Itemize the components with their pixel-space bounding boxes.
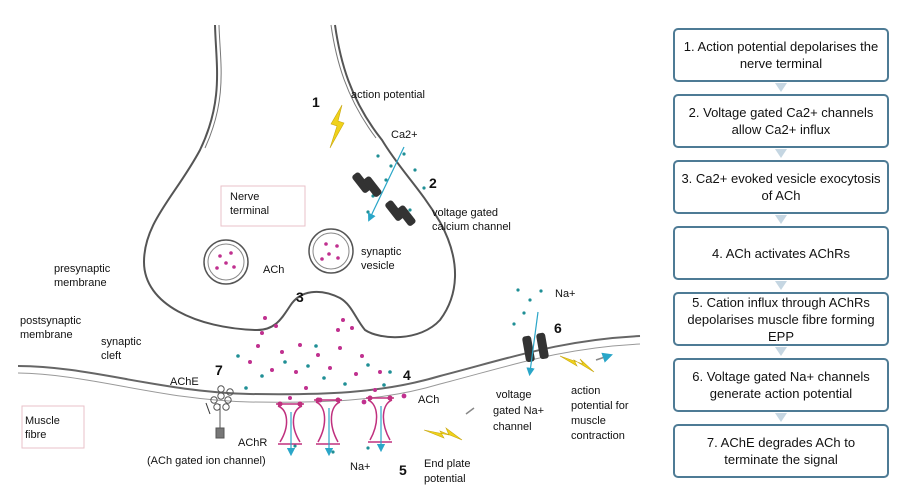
label-postsynaptic-2: membrane bbox=[20, 329, 73, 341]
label-ach-vesicle: ACh bbox=[263, 264, 284, 276]
postsynaptic-membrane bbox=[17, 335, 641, 396]
step-arrow-2 bbox=[775, 149, 787, 158]
number-6: 6 bbox=[554, 320, 562, 336]
label-ach-gated: (ACh gated ion channel) bbox=[147, 455, 266, 467]
nerve-terminal-note-box bbox=[220, 185, 306, 227]
label-na-bottom: Na+ bbox=[350, 461, 371, 473]
step-box-7: 7. AChE degrades ACh to terminate the si… bbox=[673, 424, 889, 478]
number-2: 2 bbox=[429, 175, 437, 191]
step-box-5: 5. Cation influx through AChRs depolaris… bbox=[673, 292, 889, 346]
label-ach-receptor: ACh bbox=[418, 394, 439, 406]
label-synaptic-cleft-2: cleft bbox=[101, 350, 121, 362]
vesicle-right bbox=[308, 228, 354, 274]
label-presynaptic-2: membrane bbox=[54, 277, 107, 289]
nerve-terminal-membrane bbox=[142, 24, 457, 339]
label-postsynaptic-1: postsynaptic bbox=[20, 315, 82, 327]
label-presynaptic-1: presynaptic bbox=[54, 263, 111, 275]
calcium-channels bbox=[352, 172, 416, 226]
label-end-plate-1: End plate bbox=[424, 458, 470, 470]
label-ap-muscle-2: potential for bbox=[571, 400, 629, 412]
achr-receptors bbox=[276, 397, 394, 445]
label-muscle-fibre-2: fibre bbox=[25, 429, 46, 441]
label-vg-calcium-1: voltage gated bbox=[432, 207, 498, 219]
end-plate-bolt bbox=[423, 427, 463, 441]
step-arrow-3 bbox=[775, 215, 787, 224]
neuromuscular-junction-diagram: 1 2 3 4 5 6 7 action potential Ca2+ Nerv… bbox=[17, 24, 641, 485]
label-nerve-terminal-2: terminal bbox=[230, 205, 269, 217]
step-text-1: 1. Action potential depolarises the nerv… bbox=[683, 39, 879, 71]
number-7: 7 bbox=[215, 362, 223, 378]
step-arrow-4 bbox=[775, 281, 787, 290]
label-na-top: Na+ bbox=[555, 288, 576, 300]
label-vg-na-3: channel bbox=[493, 421, 532, 433]
step-box-6: 6. Voltage gated Na+ channels generate a… bbox=[673, 358, 889, 412]
step-box-4: 4. ACh activates AChRs bbox=[673, 226, 889, 280]
label-vg-na-1: voltage bbox=[496, 389, 531, 401]
vesicle-ach-dots bbox=[215, 242, 340, 270]
step-box-2: 2. Voltage gated Ca2+ channels allow Ca2… bbox=[673, 94, 889, 148]
muscle-ap-bolt bbox=[559, 355, 595, 373]
ion-dots bbox=[236, 152, 543, 454]
label-vg-calcium-2: calcium channel bbox=[432, 221, 511, 233]
label-action-potential: action potential bbox=[351, 89, 425, 101]
vesicle-left bbox=[203, 239, 249, 285]
step-text-7: 7. AChE degrades ACh to terminate the si… bbox=[706, 435, 856, 467]
number-5: 5 bbox=[399, 462, 407, 478]
label-ache: AChE bbox=[170, 376, 199, 388]
sodium-channel bbox=[522, 332, 549, 363]
number-3: 3 bbox=[296, 289, 304, 305]
label-nerve-terminal-1: Nerve bbox=[230, 191, 259, 203]
ach-molecules bbox=[248, 316, 407, 407]
step-box-3: 3. Ca2+ evoked vesicle exocytosis of ACh bbox=[673, 160, 889, 214]
label-synaptic-cleft-1: synaptic bbox=[101, 336, 142, 348]
step-text-5: 5. Cation influx through AChRs depolaris… bbox=[687, 294, 875, 344]
step-arrow-1 bbox=[775, 83, 787, 92]
action-potential-bolt bbox=[329, 104, 345, 149]
step-text-3: 3. Ca2+ evoked vesicle exocytosis of ACh bbox=[681, 171, 881, 203]
label-muscle-fibre-1: Muscle bbox=[25, 415, 60, 427]
step-text-4: 4. ACh activates AChRs bbox=[711, 245, 850, 261]
label-ap-muscle-4: contraction bbox=[571, 430, 625, 442]
label-ap-muscle-1: action bbox=[571, 385, 600, 397]
label-achr: AChR bbox=[238, 437, 267, 449]
label-ca2plus: Ca2+ bbox=[391, 129, 418, 141]
step-arrow-5 bbox=[775, 347, 787, 356]
ache-enzyme bbox=[210, 385, 234, 439]
label-ap-muscle-3: muscle bbox=[571, 415, 606, 427]
label-vg-na-2: gated Na+ bbox=[493, 405, 544, 417]
step-text-6: 6. Voltage gated Na+ channels generate a… bbox=[692, 369, 870, 401]
number-4: 4 bbox=[403, 367, 411, 383]
label-synaptic-vesicle-2: vesicle bbox=[361, 260, 395, 272]
step-box-1: 1. Action potential depolarises the nerv… bbox=[673, 28, 889, 82]
step-text-2: 2. Voltage gated Ca2+ channels allow Ca2… bbox=[688, 105, 874, 137]
label-synaptic-vesicle-1: synaptic bbox=[361, 246, 402, 258]
muscle-fibre-note-box bbox=[21, 405, 85, 449]
step-arrow-6 bbox=[775, 413, 787, 422]
label-end-plate-2: potential bbox=[424, 473, 466, 485]
number-1: 1 bbox=[312, 94, 320, 110]
